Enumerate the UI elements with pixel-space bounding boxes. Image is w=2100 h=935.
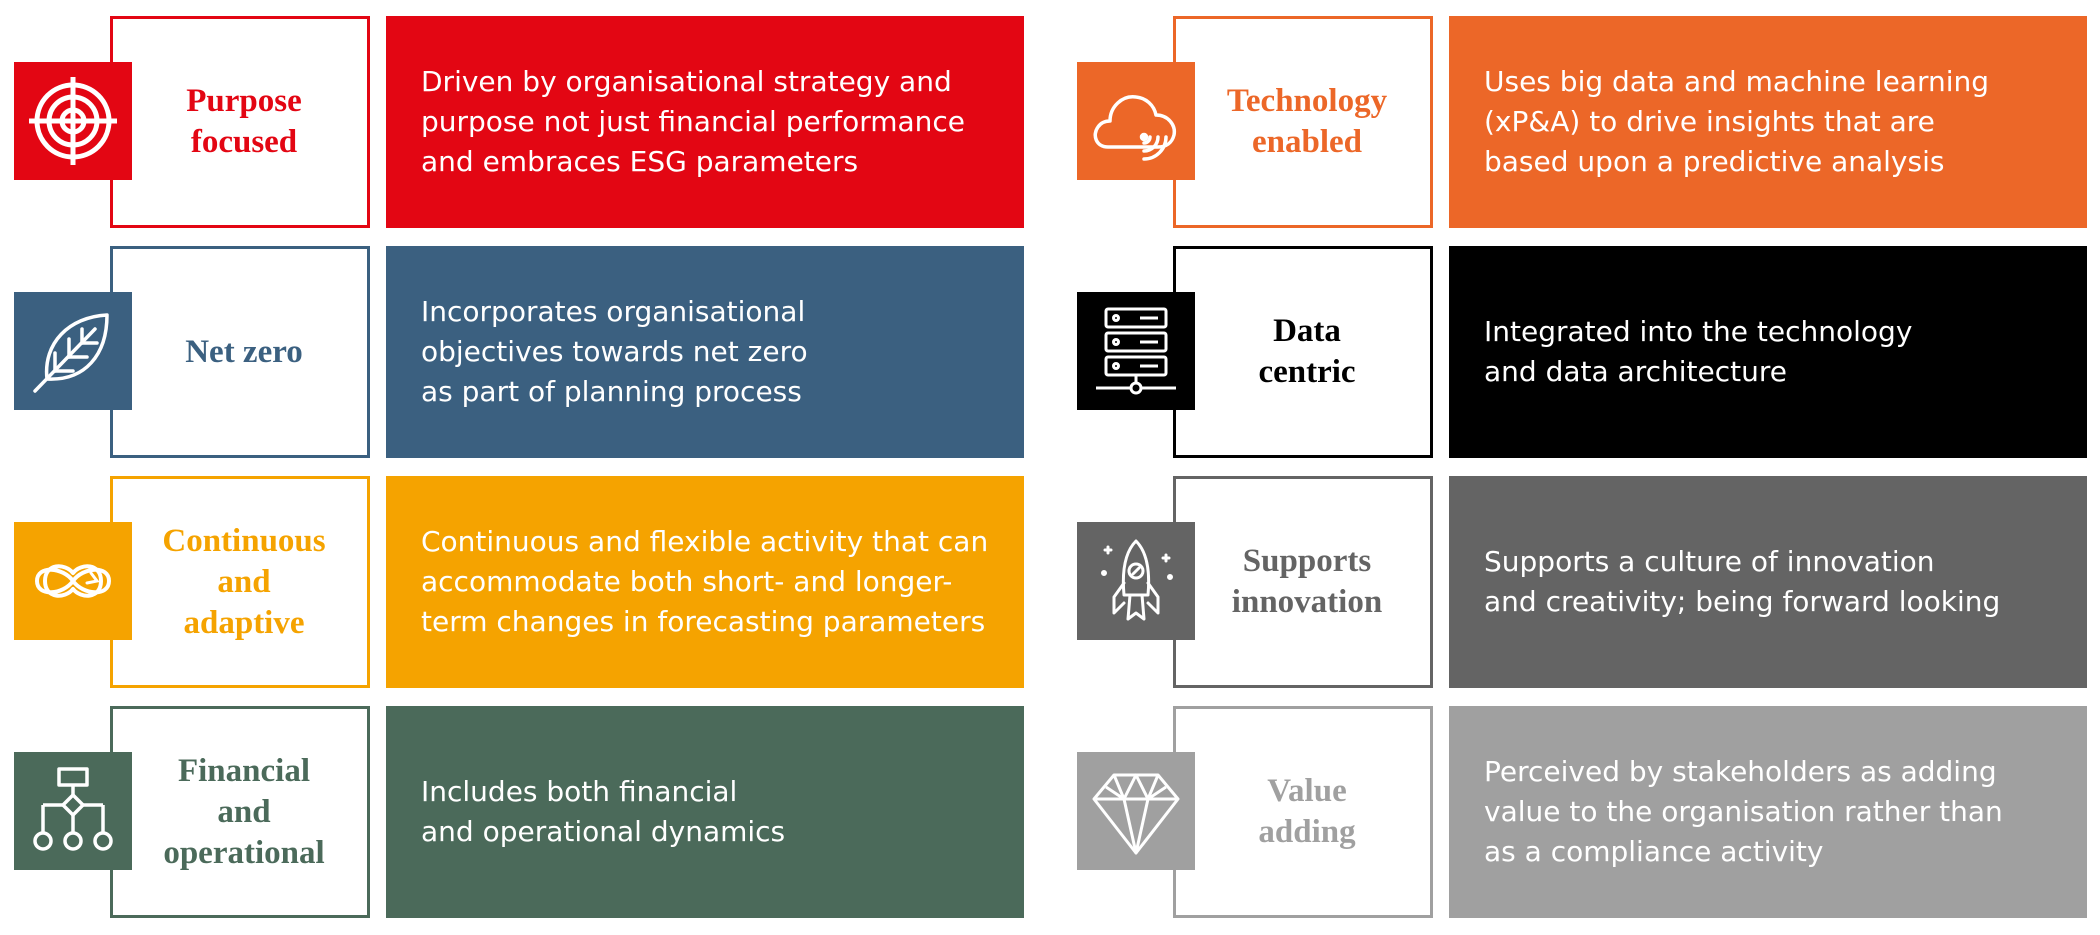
card-description-box: Integrated into the technology and data …	[1449, 246, 2087, 458]
card-label-box: Net zero	[110, 246, 370, 458]
card-description: Includes both financial and operational …	[421, 775, 786, 848]
card-description-box: Uses big data and machine learning (xP&A…	[1449, 16, 2087, 228]
card-description: Integrated into the technology and data …	[1484, 315, 1913, 388]
card-label-box: Continuous and adaptive	[110, 476, 370, 688]
card-label: Purpose focused	[186, 83, 302, 160]
card-label-box: Supports innovation	[1173, 476, 1433, 688]
target-icon	[14, 62, 132, 180]
card-label: Supports innovation	[1231, 543, 1383, 620]
card-label-box: Financial and operational	[110, 706, 370, 918]
server-icon	[1077, 292, 1195, 410]
card-label: Financial and operational	[163, 752, 325, 871]
card-label-box: Data centric	[1173, 246, 1433, 458]
card-description-box: Driven by organisational strategy and pu…	[386, 16, 1024, 228]
card-description-box: Incorporates organisational objectives t…	[386, 246, 1024, 458]
card-description-box: Continuous and flexible activity that ca…	[386, 476, 1024, 688]
card-label: Continuous and adaptive	[162, 522, 326, 641]
card-description: Perceived by stakeholders as adding valu…	[1484, 755, 2003, 868]
card-description: Incorporates organisational objectives t…	[421, 295, 808, 408]
card-description: Supports a culture of innovation and cre…	[1484, 545, 2001, 618]
leaf-icon	[14, 292, 132, 410]
card-description: Uses big data and machine learning (xP&A…	[1484, 65, 1990, 178]
flowchart-icon	[14, 752, 132, 870]
card-label: Data centric	[1258, 313, 1356, 390]
card-label: Technology enabled	[1226, 83, 1388, 160]
card-description: Continuous and flexible activity that ca…	[421, 525, 989, 638]
card-label-box: Purpose focused	[110, 16, 370, 228]
rocket-icon	[1077, 522, 1195, 640]
card-label: Value adding	[1258, 773, 1356, 850]
card-description-box: Supports a culture of innovation and cre…	[1449, 476, 2087, 688]
infinity-icon	[14, 522, 132, 640]
card-label-box: Value adding	[1173, 706, 1433, 918]
cloud-icon	[1077, 62, 1195, 180]
diamond-icon	[1077, 752, 1195, 870]
card-description: Driven by organisational strategy and pu…	[421, 65, 966, 178]
card-label-box: Technology enabled	[1173, 16, 1433, 228]
card-label: Net zero	[185, 333, 303, 370]
card-description-box: Perceived by stakeholders as adding valu…	[1449, 706, 2087, 918]
card-description-box: Includes both financial and operational …	[386, 706, 1024, 918]
